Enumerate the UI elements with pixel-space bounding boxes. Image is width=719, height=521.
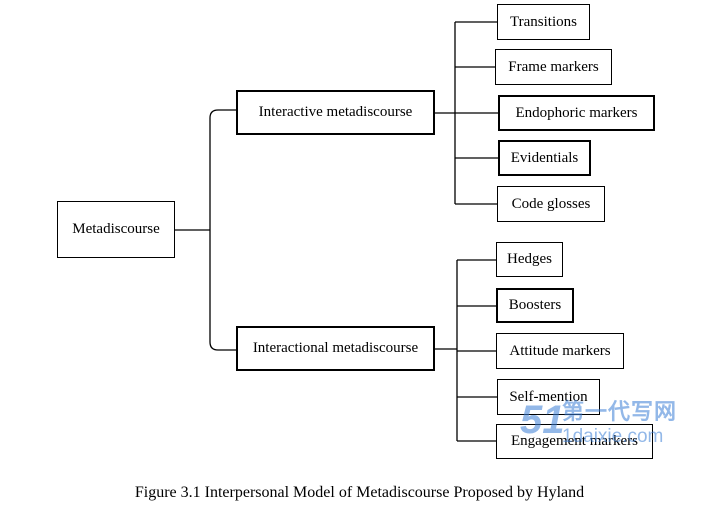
connector-root-bracket xyxy=(209,109,236,351)
group-node-interactional: Interactional metadiscourse xyxy=(236,326,435,371)
leaf-node-self-mention: Self-mention xyxy=(497,379,600,415)
leaf-node-code-glosses: Code glosses xyxy=(497,186,605,222)
group-node-interactive: Interactive metadiscourse xyxy=(236,90,435,135)
leaf-node-transitions: Transitions xyxy=(497,4,590,40)
leaf-node-hedges: Hedges xyxy=(496,242,563,277)
leaf-node-boosters: Boosters xyxy=(496,288,574,323)
root-node-metadiscourse: Metadiscourse xyxy=(57,201,175,258)
leaf-node-engagement-markers: Engagement markers xyxy=(496,424,653,459)
figure-caption: Figure 3.1 Interpersonal Model of Metadi… xyxy=(134,484,585,501)
leaf-node-attitude-markers: Attitude markers xyxy=(496,333,624,369)
leaf-node-frame-markers: Frame markers xyxy=(495,49,612,85)
watermark-title: 第一代写网 xyxy=(562,399,678,424)
watermark-url: 1daixie.com xyxy=(562,426,664,447)
leaf-node-endophoric-markers: Endophoric markers xyxy=(498,95,655,131)
watermark: 51 第一代写网 1daixie.com xyxy=(520,392,710,454)
leaf-node-evidentials: Evidentials xyxy=(498,140,591,176)
watermark-logo: 51 xyxy=(520,398,565,442)
